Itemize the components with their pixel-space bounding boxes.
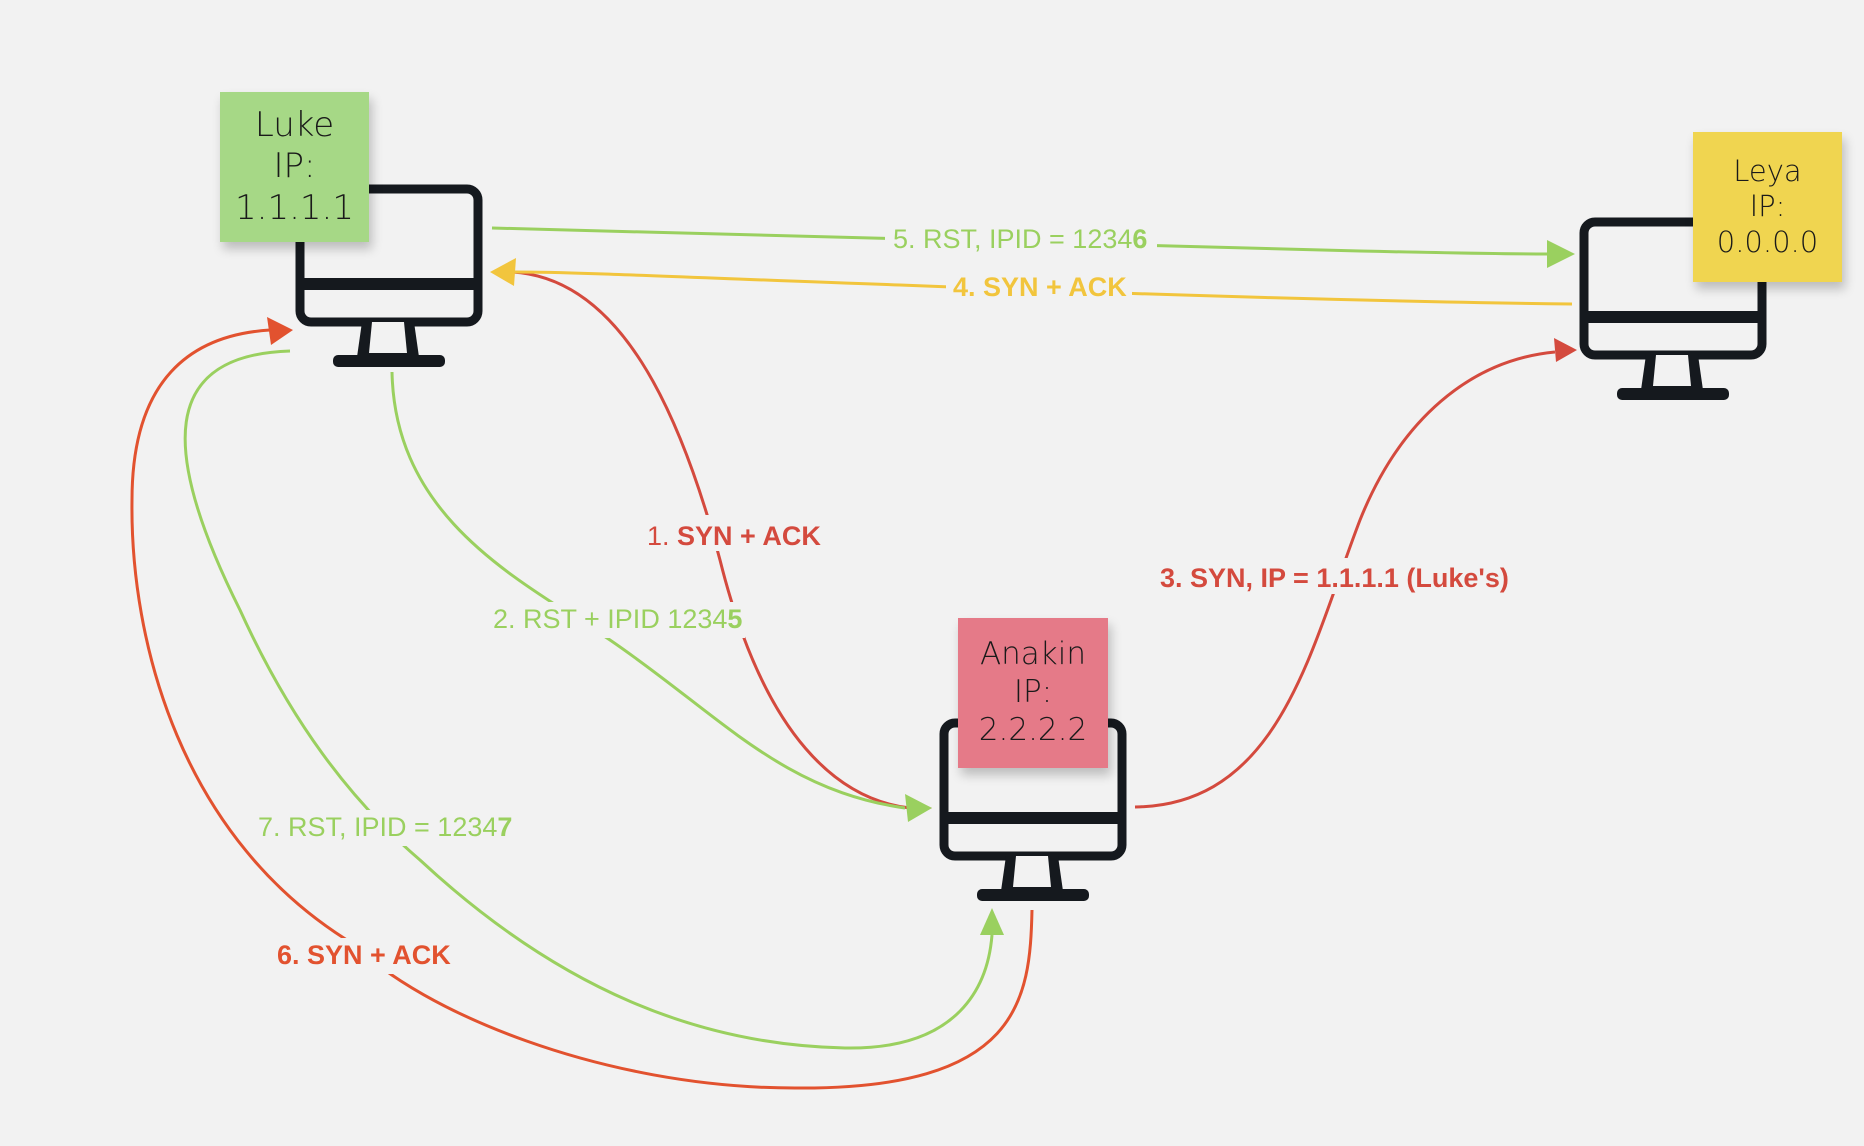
arrow-5-rst xyxy=(491,226,1549,256)
label-bg-2 xyxy=(487,602,745,638)
arrow-7-head xyxy=(980,908,1004,935)
edge-label-3: 3. SYN, IP = 1.1.1.1 (Luke's) xyxy=(1160,563,1509,593)
anakin-name: Anakin xyxy=(979,636,1087,673)
edge-label-4: 4. SYN + ACK xyxy=(953,272,1127,302)
label-bg-1 xyxy=(640,515,826,551)
luke-ip: IP: 1.1.1.1 xyxy=(235,146,354,228)
label-bg-3 xyxy=(1155,558,1527,594)
arrow-3-syn-spoofed xyxy=(1134,350,1556,809)
arrow-5-head xyxy=(1547,240,1575,268)
arrow-6-syn-ack xyxy=(130,328,1034,1090)
anakin-sticky-note: Anakin IP: 2.2.2.2 xyxy=(958,618,1108,768)
arrow-4-head xyxy=(490,258,516,286)
label-bg-6 xyxy=(272,938,458,974)
arrow-3-head xyxy=(1554,338,1577,362)
edge-label-6: 6. SYN + ACK xyxy=(277,940,451,970)
anakin-ip-label: IP: xyxy=(1013,674,1053,711)
leya-ip-label: IP: xyxy=(1749,189,1786,224)
arrow-7-rst xyxy=(183,349,994,1050)
luke-sticky-note: Luke IP: 1.1.1.1 xyxy=(220,92,369,242)
luke-name: Luke xyxy=(254,104,335,145)
label-bg-7 xyxy=(252,810,518,846)
edge-label-5: 5. RST, IPID = 12346 xyxy=(893,224,1147,254)
anakin-ip: 2.2.2.2 xyxy=(978,711,1088,748)
label-bg-5 xyxy=(885,220,1157,256)
arrow-6-head xyxy=(267,317,293,345)
edge-label-7: 7. RST, IPID = 12347 xyxy=(258,812,512,842)
leya-name: Leya xyxy=(1733,153,1802,188)
edge-label-1: 1. SYN + ACK xyxy=(647,521,821,551)
arrow-2-rst xyxy=(390,371,906,810)
leya-sticky-note: Leya IP: 0.0.0.0 xyxy=(1693,132,1842,282)
label-bg-4 xyxy=(946,268,1132,304)
leya-ip: 0.0.0.0 xyxy=(1716,224,1819,259)
arrow-1-syn-ack xyxy=(511,270,911,810)
edge-label-2: 2. RST + IPID 12345 xyxy=(493,604,742,634)
arrow-2-head xyxy=(905,794,932,822)
